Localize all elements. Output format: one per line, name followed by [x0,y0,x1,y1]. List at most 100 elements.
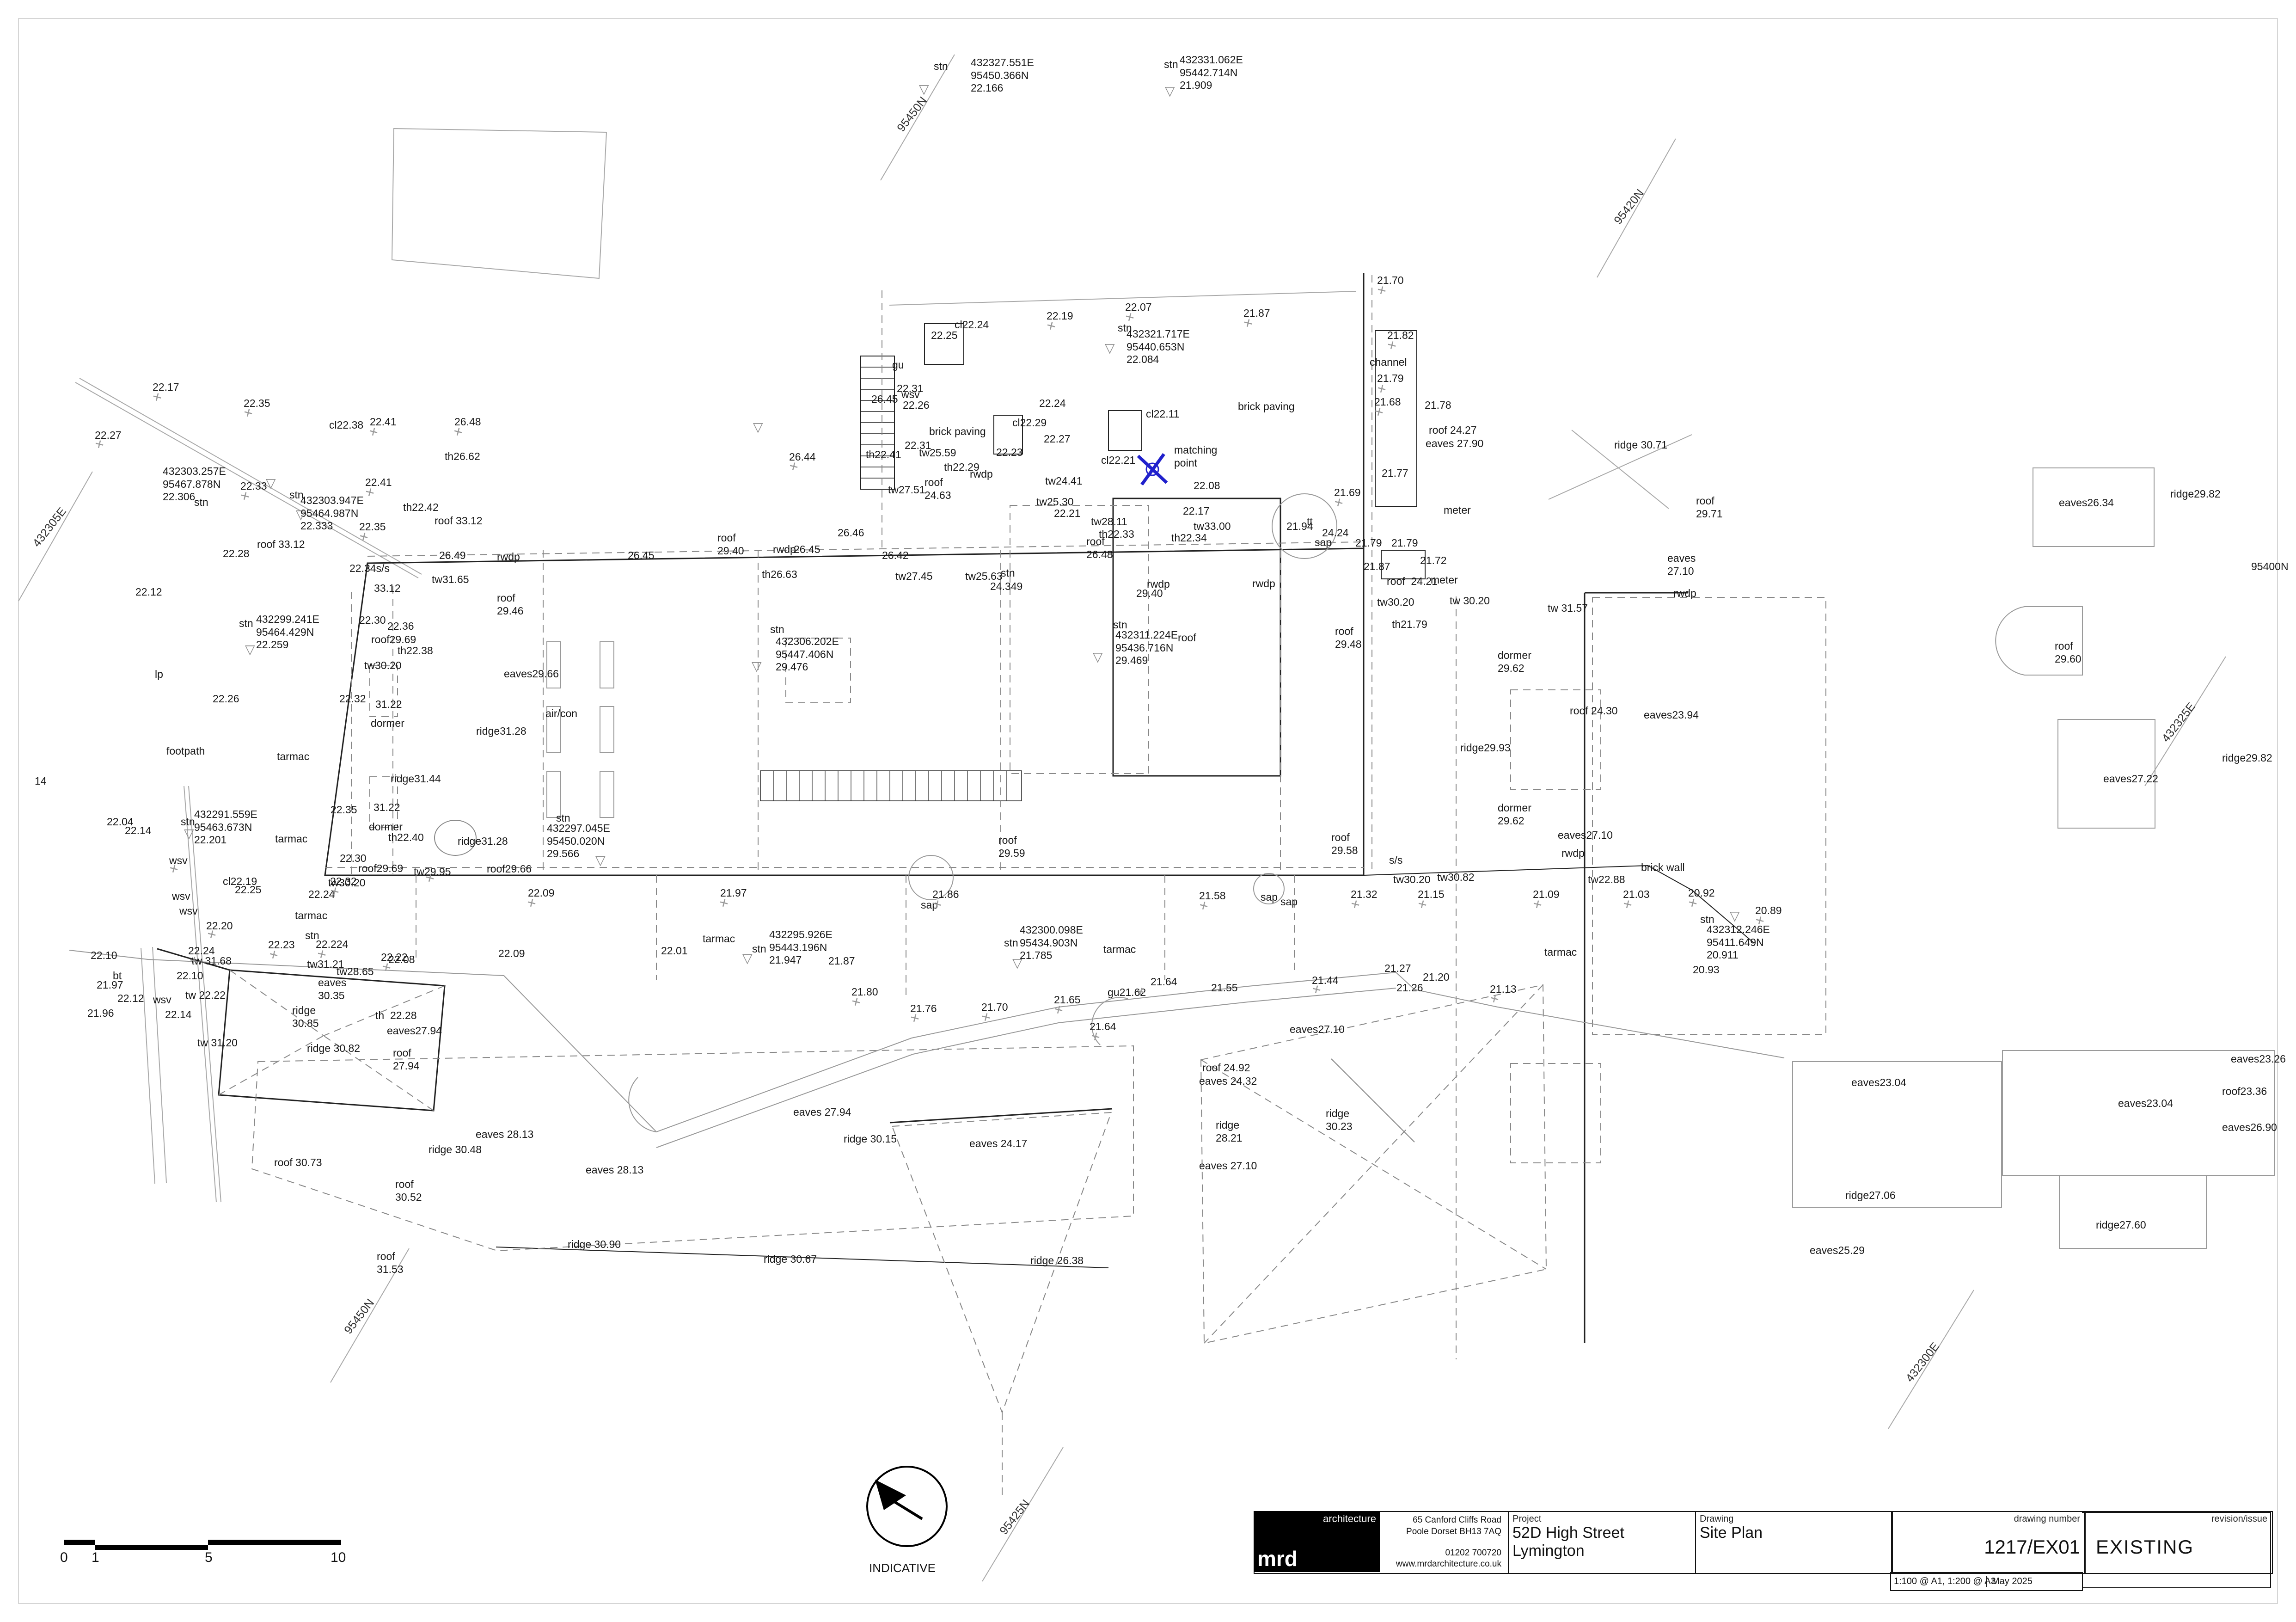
plan-label: stn [1001,567,1015,579]
plan-label: 22.14 [125,824,152,836]
plan-label: 22.17 [153,381,179,393]
title-block-strip: 1:100 @ A1, 1:200 @ A3 May 2025 [1890,1572,2083,1591]
plan-label: eaves23.26 [2231,1053,2286,1065]
plan-label: ridge 30.82 [307,1042,361,1054]
plan-label: tt [1307,516,1313,528]
plan-label: roof23.36 [2222,1085,2267,1097]
plan-label: stn [770,623,784,635]
plan-label: cl22.29 [1012,417,1047,429]
plan-label: dormer 29.62 [1498,649,1531,674]
plan-label: 21.55 [1211,982,1238,994]
plan-label: channel [1370,356,1407,368]
plan-label: ridge29.93 [1460,742,1511,754]
plan-label: ridge27.06 [1845,1189,1896,1201]
plan-label: 22.20 [206,920,233,932]
plan-label: tarmac [277,750,310,762]
plan-label: cl22.24 [955,319,989,331]
plan-label: eaves23.04 [2118,1097,2173,1109]
plan-label: ridge29.82 [2170,488,2221,500]
plan-label: th22.38 [398,645,433,657]
plan-label: tw29.95 [414,866,451,878]
plan-label: tarmac [275,833,308,845]
scale-label-10: 10 [331,1550,346,1565]
plan-label: 22.07 [1125,301,1152,313]
plan-label: tarmac [1103,943,1136,955]
plan-label: eaves23.04 [1851,1076,1906,1088]
plan-label: ridge31.28 [458,835,508,847]
plan-label: 22.25 [235,884,262,896]
plan-label: 432297.045E 95450.020N 29.566 [547,822,610,860]
plan-label: tw27.45 [895,570,933,582]
plan-label: 22.24 [188,945,215,957]
plan-label: roof 27.94 [393,1047,420,1072]
plan-label: 21.94 [1286,520,1313,532]
plan-label: eaves 27.90 [1426,437,1484,449]
plan-label: meter [1431,574,1458,586]
plan-label: stn [194,496,208,508]
plan-label: tw25.63 [965,570,1003,582]
plan-label: roof 24.30 [1570,705,1618,717]
plan-label: tw25.59 [919,447,956,459]
title-block: architecture mrd 65 Canford Cliffs Road … [1254,1511,2273,1588]
plan-label: 22.31 [905,439,931,451]
plan-label: eaves25.29 [1810,1244,1865,1256]
plan-label: tw28.11 [1091,516,1127,528]
plan-label: ridge 26.38 [1030,1254,1084,1266]
plan-label: 432311.224E 95436.716N 29.469 [1115,629,1178,667]
plan-label: wsv [172,890,190,902]
plan-label: stn [1700,913,1714,925]
plan-label: 24.349 [990,580,1023,592]
plan-label: stn [1113,619,1127,631]
plan-label: 22.35 [359,521,386,533]
plan-label: th22.34 [1171,532,1207,544]
plan-label: roof29.66 [487,863,532,875]
plan-label: 22.30 [359,614,386,626]
plan-label: roof 31.53 [377,1250,404,1275]
plan-label: 29.40 [1136,587,1163,599]
plan-label: eaves23.94 [1644,709,1699,721]
station-marker-icon: ▽ [753,420,763,434]
plan-label: brick paving [1238,400,1295,412]
plan-label: 432295.926E 95443.196N 21.947 [769,928,833,966]
plan-label: 22.24 [308,888,335,900]
logo-mrd-text: mrd [1257,1547,1298,1571]
building-outlines [157,273,1755,1343]
plan-label: rwdp [773,543,796,555]
plan-label: 22.24 [1039,397,1066,409]
plan-label: meter [1444,504,1471,516]
plan-label: cl22.38 [329,419,364,431]
plan-label: 26.42 [882,549,909,561]
plan-label: 432303.257E 95467.878N 22.306 [163,465,226,503]
plan-label: tw 30.20 [1450,595,1490,607]
plan-label: gu21.62 [1108,986,1146,998]
plan-label: roof 30.73 [274,1156,322,1168]
logo-architecture-text: architecture [1323,1513,1376,1524]
plan-label: 21.86 [932,888,959,900]
plan-label: tw28.65 [337,965,374,977]
plan-label: roof 29.71 [1696,495,1723,520]
plan-label: 22.12 [135,586,162,598]
plan-label: 22.08 [1194,479,1220,492]
plan-label: tw30.20 [364,659,402,671]
sheet-border [18,18,2278,1604]
plan-label: th22.41 [866,449,901,461]
plan-label: 22.09 [498,947,525,959]
rooflights [546,641,614,818]
plan-label: roof 30.52 [395,1178,422,1203]
plan-label: 432299.241E 95464.429N 22.259 [256,613,319,651]
plan-label: 20.89 [1755,904,1782,916]
plan-label: 21.82 [1387,329,1414,341]
number-cell: drawing number 1217/EX01 [1891,1512,2086,1573]
drawing-cell: Drawing Site Plan [1695,1512,1892,1573]
plan-label: 21.58 [1199,890,1226,902]
project-cell: Project 52D High Street Lymington [1508,1512,1696,1573]
plan-label: 21.15 [1418,888,1445,900]
station-marker-icon: ▽ [919,82,929,96]
plan-label: eaves27.10 [1558,829,1613,841]
plan-label: roof 29.59 [998,834,1025,859]
plan-label: stn [752,943,766,955]
plan-label: ridge 30.15 [844,1133,897,1145]
plan-label: 432306.202E 95447.406N 29.476 [776,635,839,673]
plan-label: 22.26 [213,693,239,705]
